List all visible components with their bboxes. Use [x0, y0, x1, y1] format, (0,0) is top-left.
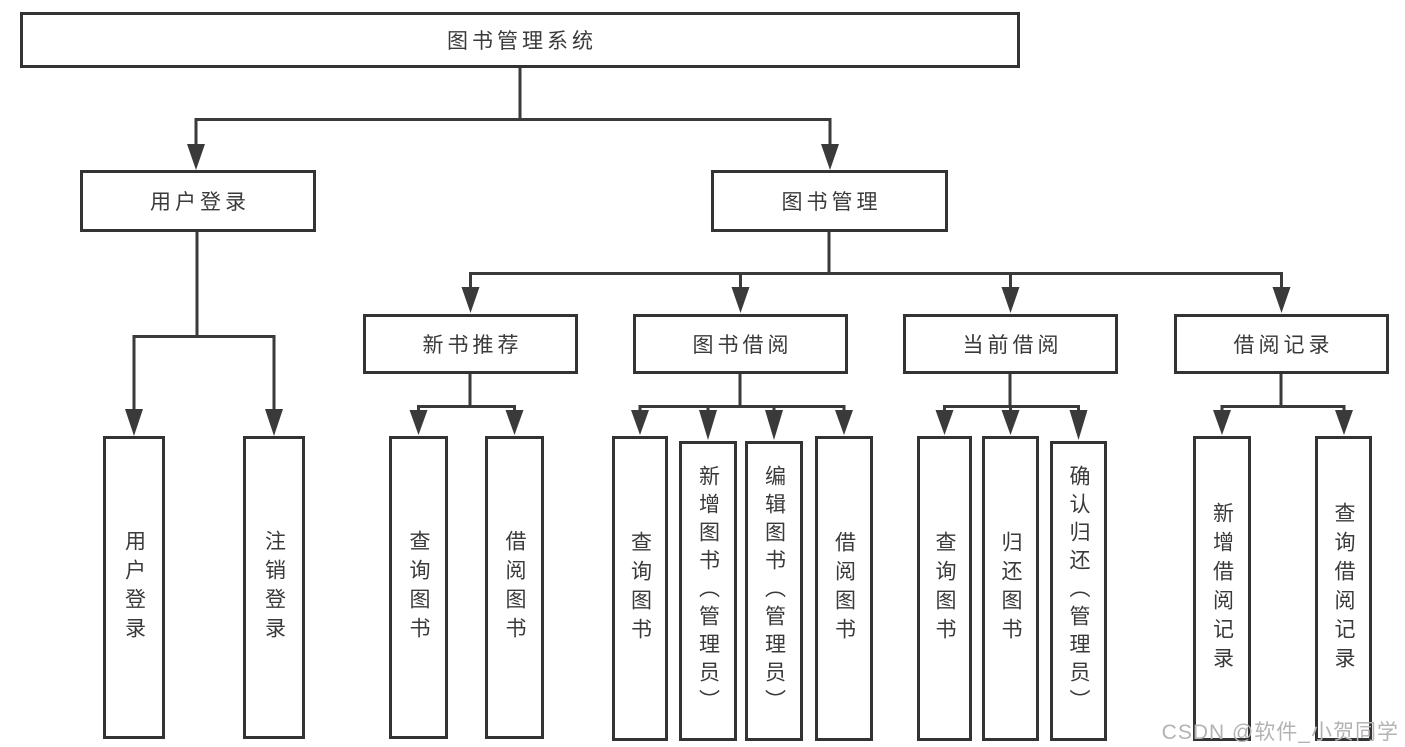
node-root: 图书管理系统 [20, 12, 1020, 68]
leaf-cb-query-books-label: 查询图书 [933, 530, 956, 647]
node-user-login: 用户登录 [80, 170, 316, 232]
leaf-cb-confirm-return-admin: 确认归还（管理员） [1050, 441, 1107, 741]
leaf-cb-return-books-label: 归还图书 [999, 530, 1022, 647]
leaf-bb-query-books: 查询图书 [612, 436, 668, 741]
connector-currentborrow-to-leaves [943, 373, 1080, 414]
leaf-cb-return-books: 归还图书 [982, 436, 1039, 741]
arrowheads-userlogin-leaves [125, 409, 283, 436]
leaf-bb-query-books-label: 查询图书 [628, 530, 652, 647]
connector-bookborrow-to-leaves [638, 373, 846, 414]
node-borrowing-records: 借阅记录 [1174, 314, 1389, 374]
connector-bookmgmt-to-level3 [469, 232, 1283, 290]
leaf-bb-add-books-admin-label: 新增图书（管理员） [696, 465, 720, 717]
leaf-cb-confirm-return-admin-label: 确认归还（管理员） [1067, 465, 1090, 717]
node-book-borrowing: 图书借阅 [633, 314, 848, 374]
node-new-book-recommendation: 新书推荐 [363, 314, 578, 374]
node-root-label: 图书管理系统 [447, 30, 597, 53]
node-current-borrowing-label: 当前借阅 [962, 334, 1063, 357]
leaf-br-query-record: 查询借阅记录 [1315, 436, 1372, 741]
leaf-logout: 注销登录 [243, 436, 305, 739]
leaf-rec-query-books: 查询图书 [389, 436, 448, 739]
leaf-br-add-record: 新增借阅记录 [1193, 436, 1251, 741]
arrowheads-level2 [187, 144, 839, 170]
csdn-watermark: CSDN @软件_小贺同学 [1161, 721, 1399, 744]
node-borrowing-records-label: 借阅记录 [1233, 334, 1334, 357]
arrowheads-currentborrow-leaves [935, 410, 1088, 440]
leaf-rec-borrow-books: 借阅图书 [485, 436, 544, 739]
leaf-bb-borrow-books-label: 借阅图书 [832, 530, 856, 647]
leaf-bb-edit-books-admin: 编辑图书（管理员） [745, 441, 803, 741]
arrowheads-level3 [461, 287, 1291, 313]
connector-userlogin-to-leaves [132, 232, 276, 412]
arrowheads-borrowrecords-leaves [1213, 410, 1353, 435]
node-book-management: 图书管理 [711, 170, 948, 232]
leaf-rec-borrow-books-label: 借阅图书 [503, 529, 526, 646]
node-book-borrowing-label: 图书借阅 [692, 334, 793, 357]
leaf-bb-edit-books-admin-label: 编辑图书（管理员） [762, 465, 786, 717]
node-current-borrowing: 当前借阅 [903, 314, 1118, 374]
leaf-user-login-label: 用户登录 [122, 529, 146, 646]
connector-newbookrec-to-leaves [417, 373, 516, 414]
leaf-bb-add-books-admin: 新增图书（管理员） [679, 441, 737, 741]
leaf-rec-query-books-label: 查询图书 [407, 529, 430, 646]
leaf-bb-borrow-books: 借阅图书 [815, 436, 873, 741]
node-book-management-label: 图书管理 [781, 191, 882, 214]
leaf-cb-query-books: 查询图书 [917, 436, 972, 741]
connector-borrowrecords-to-leaves [1220, 373, 1346, 414]
node-new-book-recommendation-label: 新书推荐 [422, 334, 523, 357]
leaf-br-query-record-label: 查询借阅记录 [1332, 501, 1355, 676]
leaf-br-add-record-label: 新增借阅记录 [1210, 501, 1234, 676]
connector-root-to-level2 [194, 68, 832, 148]
arrowheads-bookborrow-leaves [631, 410, 853, 440]
node-user-login-label: 用户登录 [150, 191, 250, 214]
leaf-user-login: 用户登录 [103, 436, 165, 739]
leaf-logout-label: 注销登录 [262, 529, 286, 646]
arrowheads-newbookrec-leaves [409, 410, 524, 435]
